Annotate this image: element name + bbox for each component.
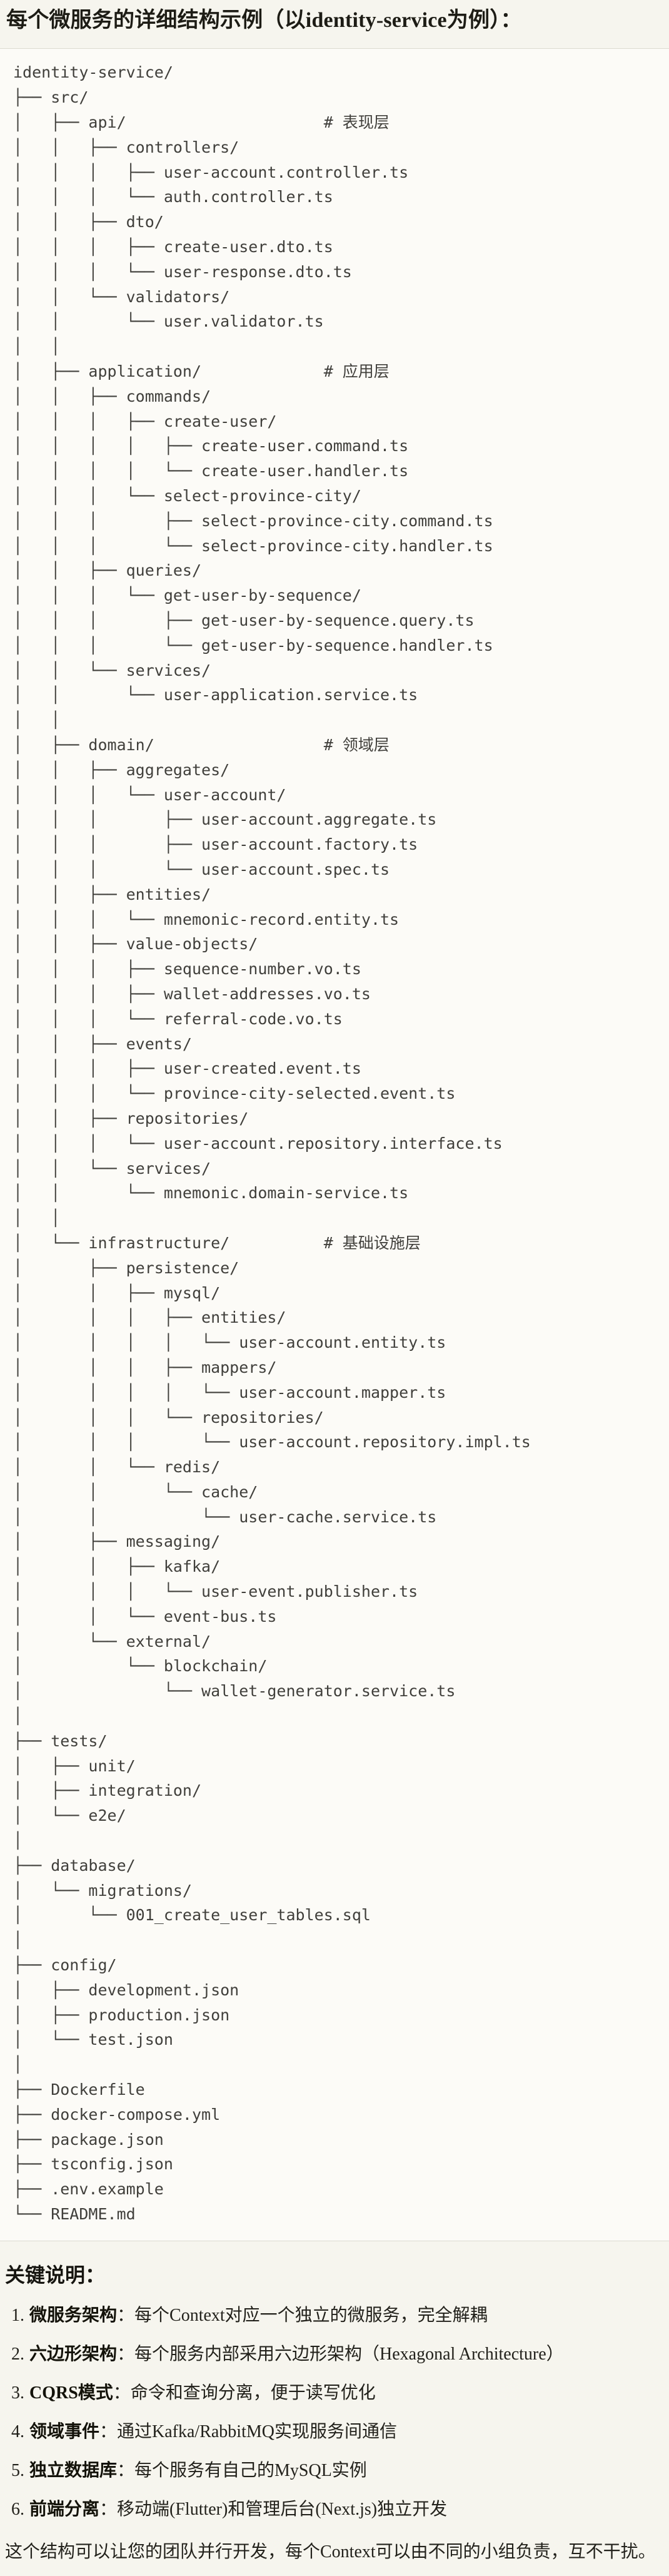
note-item: 2.六边形架构：每个服务内部采用六边形架构（Hexagonal Architec… (11, 2343, 661, 2366)
directory-tree: identity-service/ ├── src/ │ ├── api/ # … (13, 63, 531, 2223)
note-number: 3. (11, 2383, 24, 2403)
page-title: 每个微服务的详细结构示例（以identity-service为例）： (6, 9, 522, 32)
note-number: 4. (11, 2422, 24, 2442)
note-item: 3.CQRS模式：命令和查询分离，便于读写优化 (11, 2382, 661, 2405)
note-item: 1.微服务架构：每个Context对应一个独立的微服务，完全解耦 (11, 2304, 661, 2327)
note-term: 前端分离 (29, 2500, 100, 2520)
note-desc: ：每个Context对应一个独立的微服务，完全解耦 (117, 2306, 488, 2326)
note-number: 1. (11, 2306, 24, 2326)
code-block: identity-service/ ├── src/ │ ├── api/ # … (0, 48, 669, 2241)
note-desc: ：通过Kafka/RabbitMQ实现服务间通信 (99, 2422, 397, 2442)
title-area: 每个微服务的详细结构示例（以identity-service为例）： (0, 0, 669, 33)
note-term: 独立数据库 (29, 2461, 118, 2481)
note-term: 微服务架构 (29, 2306, 118, 2326)
note-item: 6.前端分离：移动端(Flutter)和管理后台(Next.js)独立开发 (11, 2498, 661, 2521)
notes-heading: 关键说明： (5, 2263, 106, 2286)
note-number: 5. (11, 2461, 24, 2481)
note-desc: ：移动端(Flutter)和管理后台(Next.js)独立开发 (99, 2500, 448, 2520)
notes-section: 关键说明： 1.微服务架构：每个Context对应一个独立的微服务，完全解耦 2.… (0, 2263, 669, 2575)
closing-note: 这个结构可以让您的团队并行开发，每个Context可以由不同的小组负责，互不干扰… (5, 2542, 656, 2562)
note-desc: ：每个服务有自己的MySQL实例 (117, 2461, 367, 2481)
note-term: CQRS模式 (29, 2383, 113, 2403)
note-item: 5.独立数据库：每个服务有自己的MySQL实例 (11, 2460, 661, 2482)
note-desc: ：命令和查询分离，便于读写优化 (113, 2383, 376, 2403)
note-item: 4.领域事件：通过Kafka/RabbitMQ实现服务间通信 (11, 2421, 661, 2443)
note-desc: ：每个服务内部采用六边形架构（Hexagonal Architecture） (117, 2344, 564, 2365)
note-term: 六边形架构 (29, 2344, 118, 2365)
note-number: 6. (11, 2500, 24, 2520)
note-number: 2. (11, 2344, 24, 2365)
note-term: 领域事件 (29, 2422, 100, 2442)
